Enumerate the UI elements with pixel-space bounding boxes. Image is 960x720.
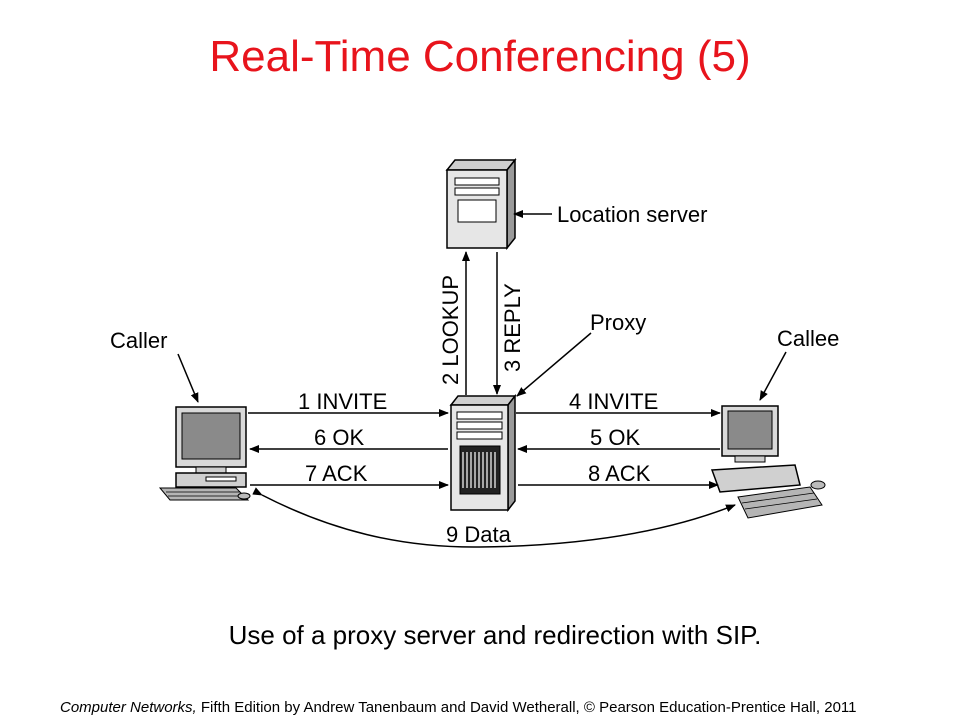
ok-5-label: 5 OK — [590, 425, 640, 450]
callee-label: Callee — [777, 326, 839, 351]
caller-pointer — [177, 353, 199, 403]
callee-pointer — [759, 351, 787, 401]
proxy-pointer — [516, 332, 592, 397]
footer-citation: Computer Networks, Fifth Edition by Andr… — [60, 699, 856, 716]
diagram-caption: Use of a proxy server and redirection wi… — [228, 620, 762, 650]
ok-6-label: 6 OK — [314, 425, 364, 450]
callee-computer-icon — [710, 405, 826, 519]
data-9-label: 9 Data — [446, 522, 512, 547]
footer-rest: Fifth Edition by Andrew Tanenbaum and Da… — [196, 699, 857, 716]
location-server-icon — [445, 157, 517, 251]
location-server-label: Location server — [557, 202, 707, 227]
proxy-label: Proxy — [590, 310, 646, 335]
invite-1-label: 1 INVITE — [298, 389, 387, 414]
caller-label: Caller — [110, 328, 167, 353]
reply-label: 3 REPLY — [500, 283, 525, 372]
ack-7-label: 7 ACK — [305, 461, 368, 486]
slide-title: Real-Time Conferencing (5) — [209, 32, 751, 81]
invite-4-label: 4 INVITE — [569, 389, 658, 414]
data-9-arrow — [252, 487, 736, 548]
proxy-server-icon — [449, 393, 517, 513]
footer-book-title: Computer Networks, — [60, 699, 197, 716]
caller-computer-icon — [158, 406, 251, 501]
ack-8-label: 8 ACK — [588, 461, 651, 486]
lookup-label: 2 LOOKUP — [438, 275, 463, 385]
